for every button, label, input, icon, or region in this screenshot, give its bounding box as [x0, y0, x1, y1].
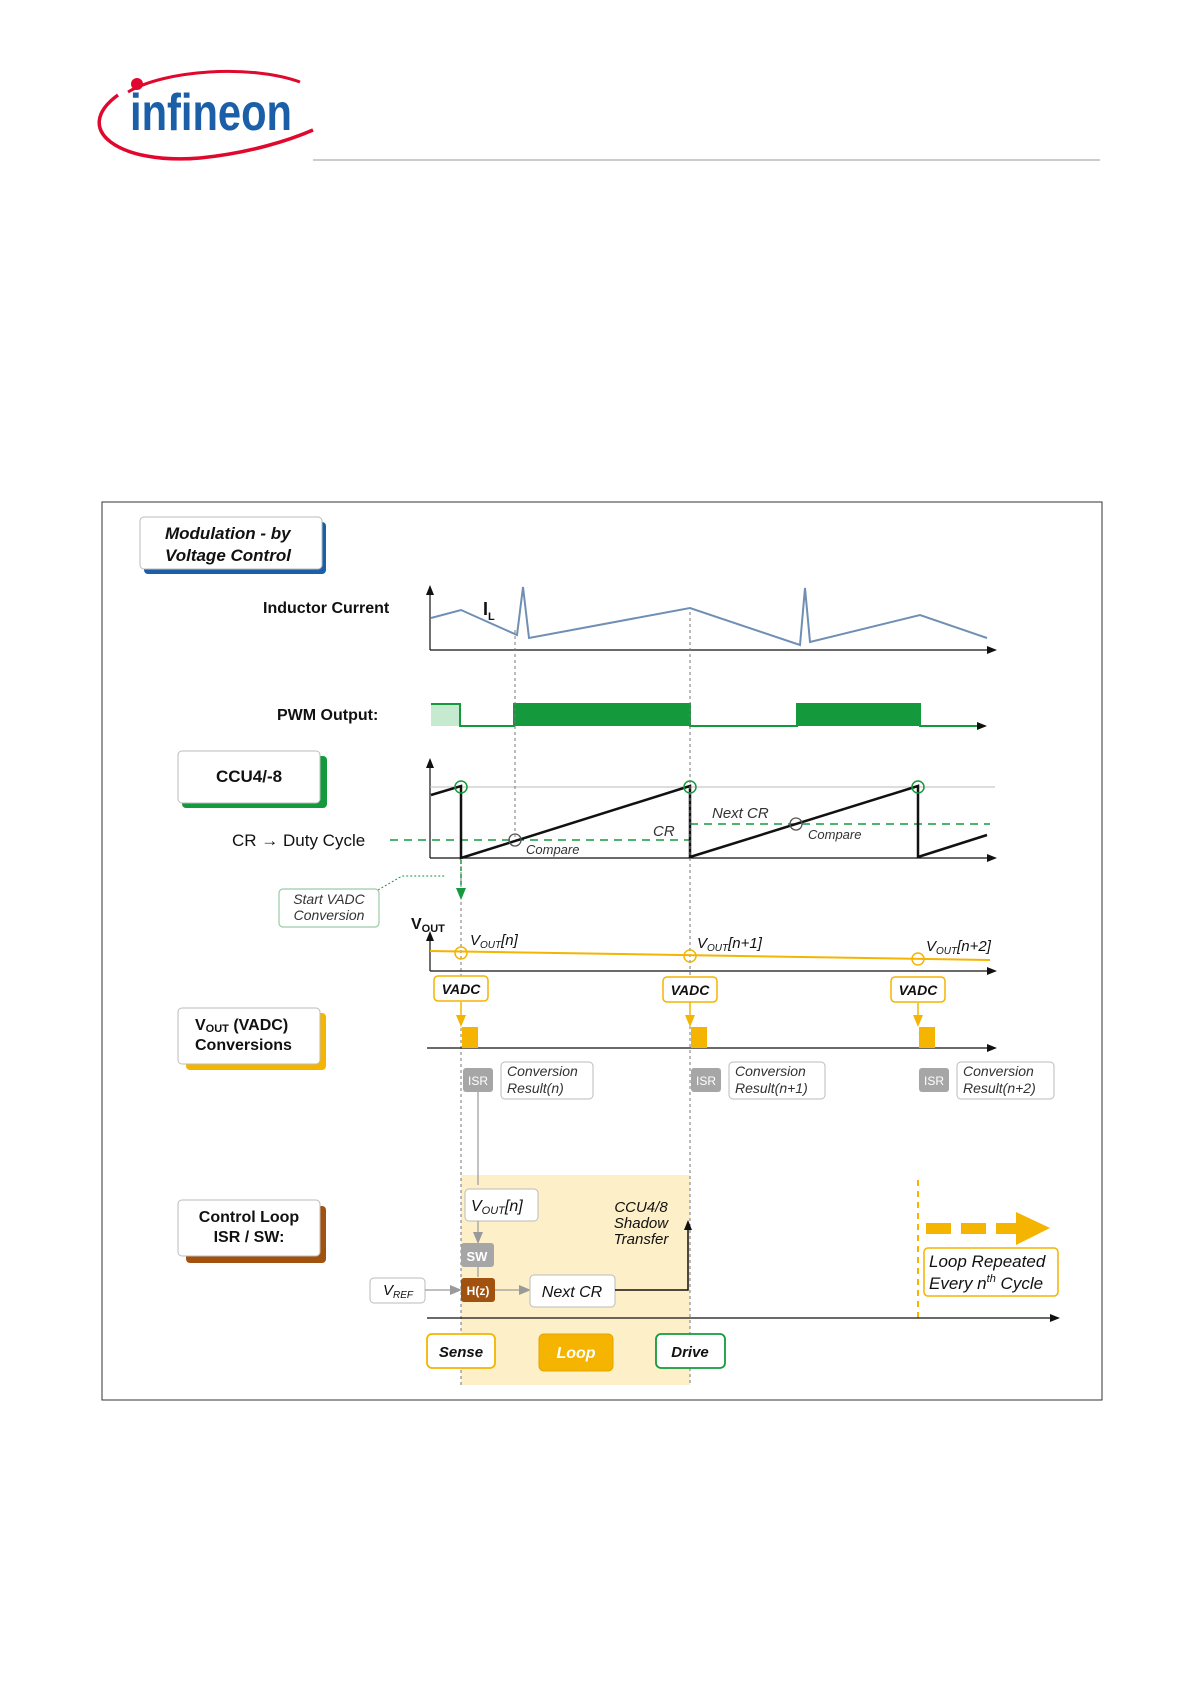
inductor-axes [426, 585, 997, 654]
svg-text:VADC: VADC [442, 981, 482, 997]
svg-text:Shadow: Shadow [614, 1215, 669, 1232]
pwm-waveform [431, 703, 987, 730]
svg-text:Result(n+1): Result(n+1) [735, 1080, 808, 1096]
phase-loop: Loop [538, 1333, 614, 1372]
control-loop-line-1: Control Loop [199, 1209, 300, 1226]
logo-text: infineon [130, 84, 292, 142]
vout-sample-n: VOUT[n] [470, 932, 519, 951]
svg-text:Transfer: Transfer [614, 1231, 670, 1248]
inductor-current-label: Inductor Current [263, 600, 390, 617]
title-line-1: Modulation - by [165, 524, 292, 543]
phase-sense: Sense [426, 1333, 496, 1369]
start-vadc-leader [377, 875, 446, 891]
conversion-pulses [462, 1027, 935, 1048]
vout-conversions-line-1: VOUT (VADC) [195, 1017, 288, 1035]
svg-text:SW: SW [467, 1249, 489, 1264]
start-vadc-line-1: Start VADC [293, 891, 365, 907]
next-cr-label: Next CR [712, 805, 769, 822]
ccu-axes [426, 758, 997, 862]
loop-repeated-callout: Loop Repeated Every nth Cycle [923, 1247, 1059, 1297]
svg-text:Conversion: Conversion [507, 1063, 578, 1079]
svg-text:VREF: VREF [383, 1282, 414, 1301]
svg-text:CCU4/8: CCU4/8 [614, 1199, 668, 1216]
svg-text:ISR: ISR [696, 1074, 716, 1088]
isr-result-3: ISR Conversion Result(n+2) [919, 1061, 1055, 1100]
svg-text:VOUT[n]: VOUT[n] [471, 1198, 523, 1217]
vadc-arrows [456, 1002, 923, 1027]
vadc-tag-3: VADC [890, 976, 946, 1003]
vout-conversions-box: VOUT (VADC) Conversions [177, 1007, 326, 1070]
compare-label-2: Compare [808, 827, 861, 842]
control-loop-line-2: ISR / SW: [214, 1229, 285, 1246]
inductor-current-waveform [430, 586, 988, 647]
next-cr-box: Next CR [529, 1274, 616, 1308]
sawtooth-counter [430, 784, 988, 860]
shadow-transfer-label: CCU4/8 Shadow Transfer [614, 1199, 670, 1248]
vout-waveform [429, 950, 991, 961]
svg-text:VADC: VADC [671, 982, 711, 998]
svg-text:Next CR: Next CR [542, 1284, 603, 1301]
vout-sample-markers [454, 946, 925, 966]
vout-conversions-line-2: Conversions [195, 1037, 292, 1054]
svg-text:H(z): H(z) [467, 1284, 490, 1298]
cr-label: CR [653, 823, 675, 840]
il-symbol: IL [483, 599, 495, 623]
vout-sample-n2: VOUT[n+2] [926, 938, 992, 957]
start-vadc-line-2: Conversion [294, 907, 365, 923]
svg-text:Conversion: Conversion [735, 1063, 806, 1079]
title-box: Modulation - by Voltage Control [139, 516, 326, 574]
vout-sample-n1: VOUT[n+1] [697, 935, 763, 954]
title-line-2: Voltage Control [165, 546, 292, 565]
cr-duty-cycle-label: CR → Duty Cycle [232, 831, 365, 850]
hz-block: H(z) [461, 1278, 495, 1302]
isr-result-2: ISR Conversion Result(n+1) [691, 1061, 826, 1100]
svg-text:Result(n+2): Result(n+2) [963, 1080, 1036, 1096]
sw-block: SW [461, 1243, 494, 1267]
compare-label-1: Compare [526, 842, 579, 857]
isr-result-1: ISR Conversion Result(n) [463, 1061, 594, 1100]
start-vadc-callout: Start VADC Conversion [278, 888, 380, 928]
svg-text:Loop Repeated: Loop Repeated [929, 1252, 1046, 1271]
ccu-box: CCU4/-8 [177, 750, 327, 808]
pwm-output-label: PWM Output: [277, 707, 378, 724]
svg-text:ISR: ISR [924, 1074, 944, 1088]
vadc-tag-2: VADC [662, 976, 718, 1003]
svg-text:Drive: Drive [671, 1344, 709, 1361]
vref-box: VREF [369, 1277, 426, 1304]
svg-text:Result(n): Result(n) [507, 1080, 564, 1096]
ccu-box-label: CCU4/-8 [216, 767, 282, 786]
shadow-transfer-arrow [615, 1220, 692, 1291]
svg-text:Sense: Sense [439, 1344, 483, 1361]
svg-text:Loop: Loop [556, 1345, 595, 1362]
svg-text:Every nth Cycle: Every nth Cycle [929, 1273, 1043, 1293]
loop-vout-box: VOUT[n] [464, 1188, 539, 1222]
loop-repeat-arrow [926, 1212, 1050, 1245]
control-loop-box: Control Loop ISR / SW: [177, 1199, 326, 1263]
svg-text:ISR: ISR [468, 1074, 488, 1088]
infineon-logo: infineon [97, 69, 314, 161]
svg-text:VADC: VADC [899, 982, 939, 998]
phase-drive: Drive [655, 1333, 726, 1369]
svg-text:Conversion: Conversion [963, 1063, 1034, 1079]
vadc-tag-1: VADC [433, 975, 489, 1002]
